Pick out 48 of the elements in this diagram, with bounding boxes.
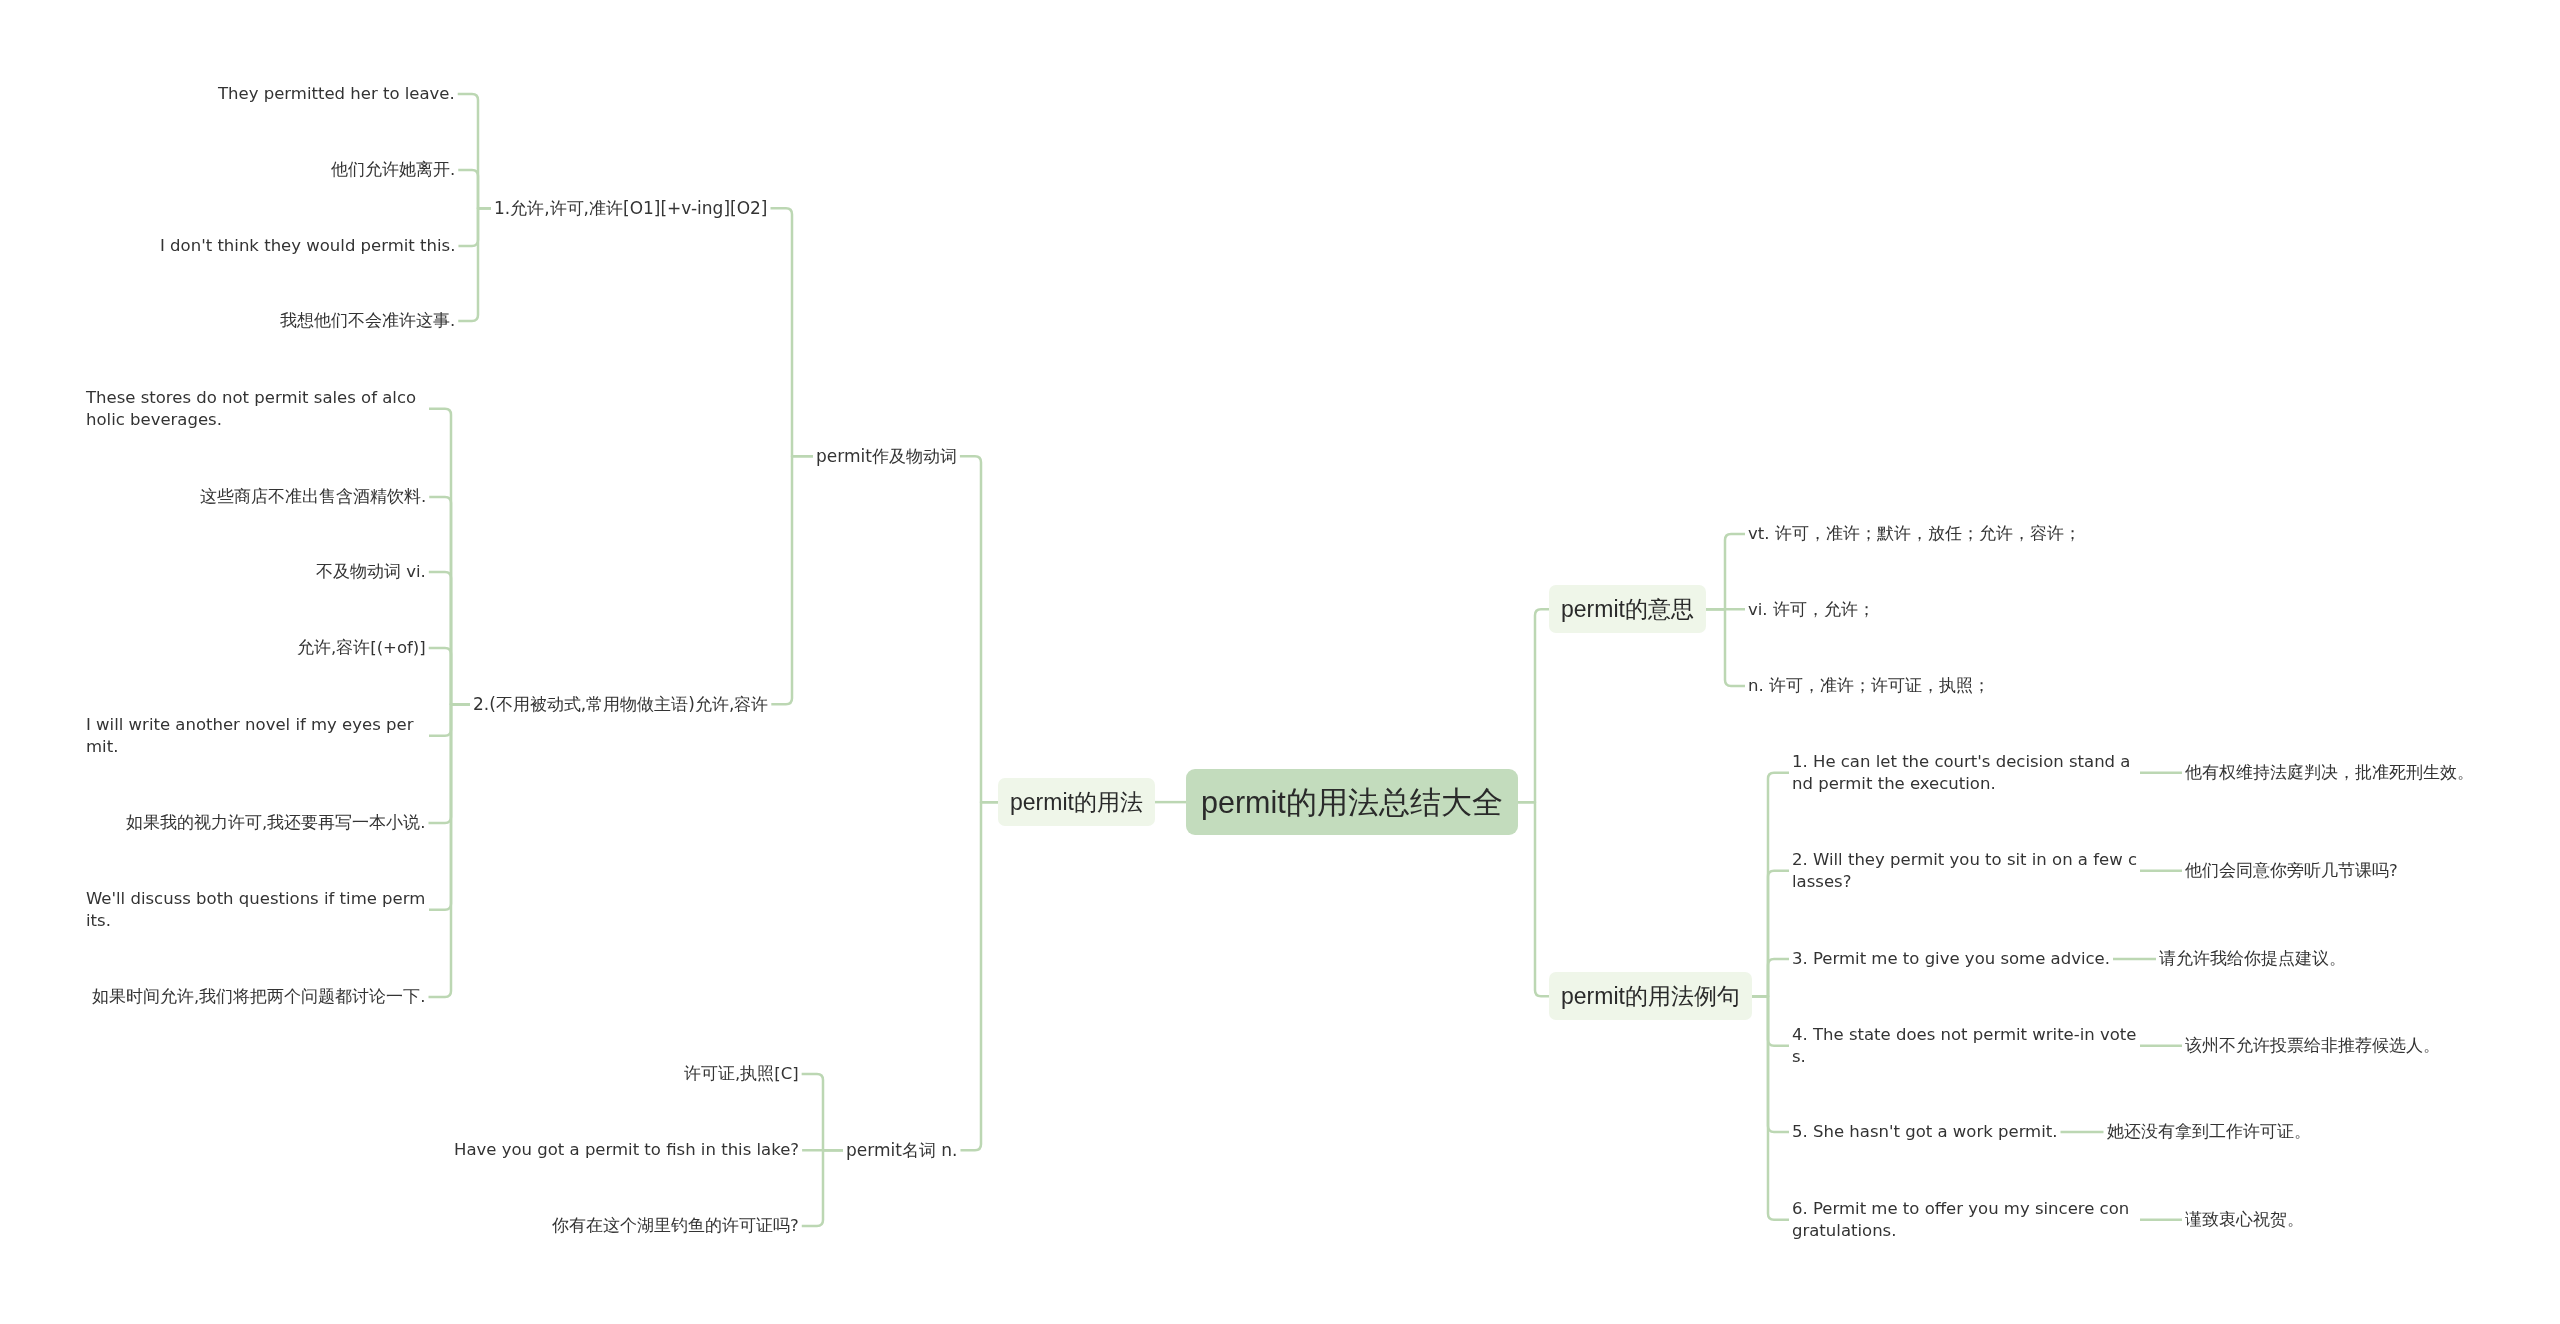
subtopic-text: permit名词 n. [843, 1137, 961, 1164]
topic-box: permit的意思 [1549, 585, 1706, 634]
leaf-text: vt. 许可，准许；默许，放任；允许，容许； [1745, 521, 2084, 547]
leaf-text: 允许,容许[(+of)] [294, 635, 429, 661]
leaf-text: They permitted her to leave. [215, 81, 458, 107]
leaf-text: 如果时间允许,我们将把两个问题都讨论一下. [89, 984, 429, 1010]
leaf-text: n. 许可，准许；许可证，执照； [1745, 673, 1993, 699]
subtopic-text: 1.允许,许可,准许[O1][+v-ing][O2] [491, 195, 771, 222]
leaf-text: 你有在这个湖里钓鱼的许可证吗? [549, 1213, 802, 1239]
leaf-text: Have you got a permit to fish in this lake? [451, 1137, 803, 1163]
subtopic-text: 2.(不用被动式,常用物做主语)允许,容许 [470, 691, 772, 718]
connector-line [2140, 1044, 2182, 1047]
example-sentence: 3. Permit me to give you some advice. [1789, 946, 2113, 972]
leaf-text: I don't think they would permit this. [157, 233, 459, 259]
translation-text: 该州不允许投票给非推荐候选人。 [2182, 1033, 2443, 1059]
leaf-text: 许可证,执照[C] [681, 1061, 802, 1087]
topic-box: permit的用法例句 [1549, 972, 1752, 1021]
leaf-text: vi. 许可，允许； [1745, 597, 1878, 623]
connector-line [1154, 800, 1186, 804]
leaf-text: 他们允许她离开. [328, 157, 459, 183]
connector-line [1517, 800, 1549, 998]
connector-line [2140, 869, 2182, 872]
connector-line [2060, 1130, 2104, 1134]
translation-text: 他有权维持法庭判决，批准死刑生效。 [2182, 760, 2477, 786]
translation-text: 他们会同意你旁听几节课吗? [2182, 858, 2401, 884]
leaf-text: I will write another novel if my eyes permit. [83, 712, 429, 760]
subtopic-text: permit作及物动词 [813, 443, 960, 470]
translation-text: 谨致衷心祝贺。 [2182, 1207, 2307, 1233]
connector-line [2140, 1218, 2182, 1221]
example-sentence: 2. Will they permit you to sit in on a few classes? [1789, 847, 2140, 895]
central-topic-box: permit的用法总结大全 [1186, 769, 1518, 836]
connector-line [1705, 607, 1745, 688]
leaf-text: We'll discuss both questions if time permits. [83, 886, 429, 934]
leaf-text: These stores do not permit sales of alcoholic beverages. [83, 385, 429, 433]
leaf-text: 不及物动词 vi. [313, 559, 429, 585]
connector-line [2113, 957, 2156, 961]
leaf-text: 我想他们不会准许这事. [277, 308, 459, 334]
connector-line [801, 1148, 843, 1228]
example-sentence: 1. He can let the court's decision stand and permit the execution. [1789, 749, 2140, 797]
topic-box: permit的用法 [998, 778, 1155, 827]
example-sentence: 6. Permit me to offer you my sincere congratulations. [1789, 1196, 2140, 1244]
example-sentence: 5. She hasn't got a work permit. [1789, 1119, 2061, 1145]
translation-text: 她还没有拿到工作许可证。 [2103, 1119, 2314, 1145]
leaf-text: 如果我的视力许可,我还要再写一本小说. [123, 810, 429, 836]
leaf-text: 这些商店不准出售含酒精饮料. [197, 484, 430, 510]
example-sentence: 4. The state does not permit write-in votes. [1789, 1022, 2140, 1070]
connector-line [2140, 771, 2182, 774]
translation-text: 请允许我给你提点建议。 [2156, 946, 2349, 972]
